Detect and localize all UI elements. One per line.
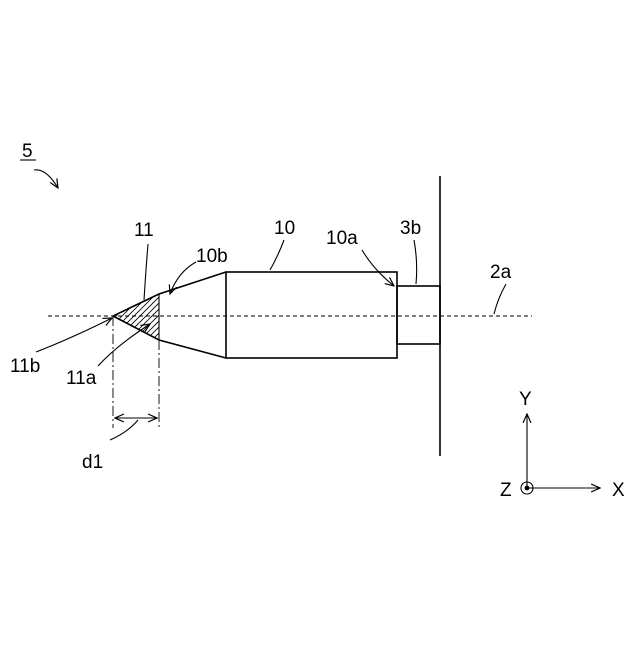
- label-cone-edge: 10b: [196, 246, 228, 267]
- label-apex: 11b: [10, 356, 40, 377]
- dim-leader-d1: [110, 420, 138, 440]
- z-axis-label: Z: [500, 480, 512, 501]
- z-axis-dot: [525, 486, 530, 491]
- leader-rear-face: [362, 250, 394, 286]
- leader-body: [270, 240, 284, 270]
- mount-shaft: [397, 286, 440, 344]
- leader-axis: [494, 284, 506, 314]
- dim-label-d1: d1: [82, 452, 103, 473]
- figure-ref-arrow: [34, 170, 58, 188]
- label-body: 10: [274, 218, 295, 239]
- body-cylinder: [226, 272, 397, 358]
- y-axis-label: Y: [519, 389, 532, 410]
- label-tip-part: 11: [134, 220, 154, 241]
- label-rear-face: 10a: [326, 228, 358, 249]
- cone-outline: [113, 272, 226, 358]
- label-mount: 3b: [400, 218, 421, 239]
- leader-apex: [36, 318, 112, 352]
- label-tip-base: 11a: [66, 368, 97, 389]
- leader-mount: [414, 240, 417, 284]
- leader-tip-part: [144, 244, 148, 300]
- figure-ref-label: 5: [22, 141, 33, 162]
- x-axis-label: X: [612, 480, 625, 501]
- label-axis: 2a: [490, 262, 512, 283]
- leader-tip-base: [98, 324, 150, 366]
